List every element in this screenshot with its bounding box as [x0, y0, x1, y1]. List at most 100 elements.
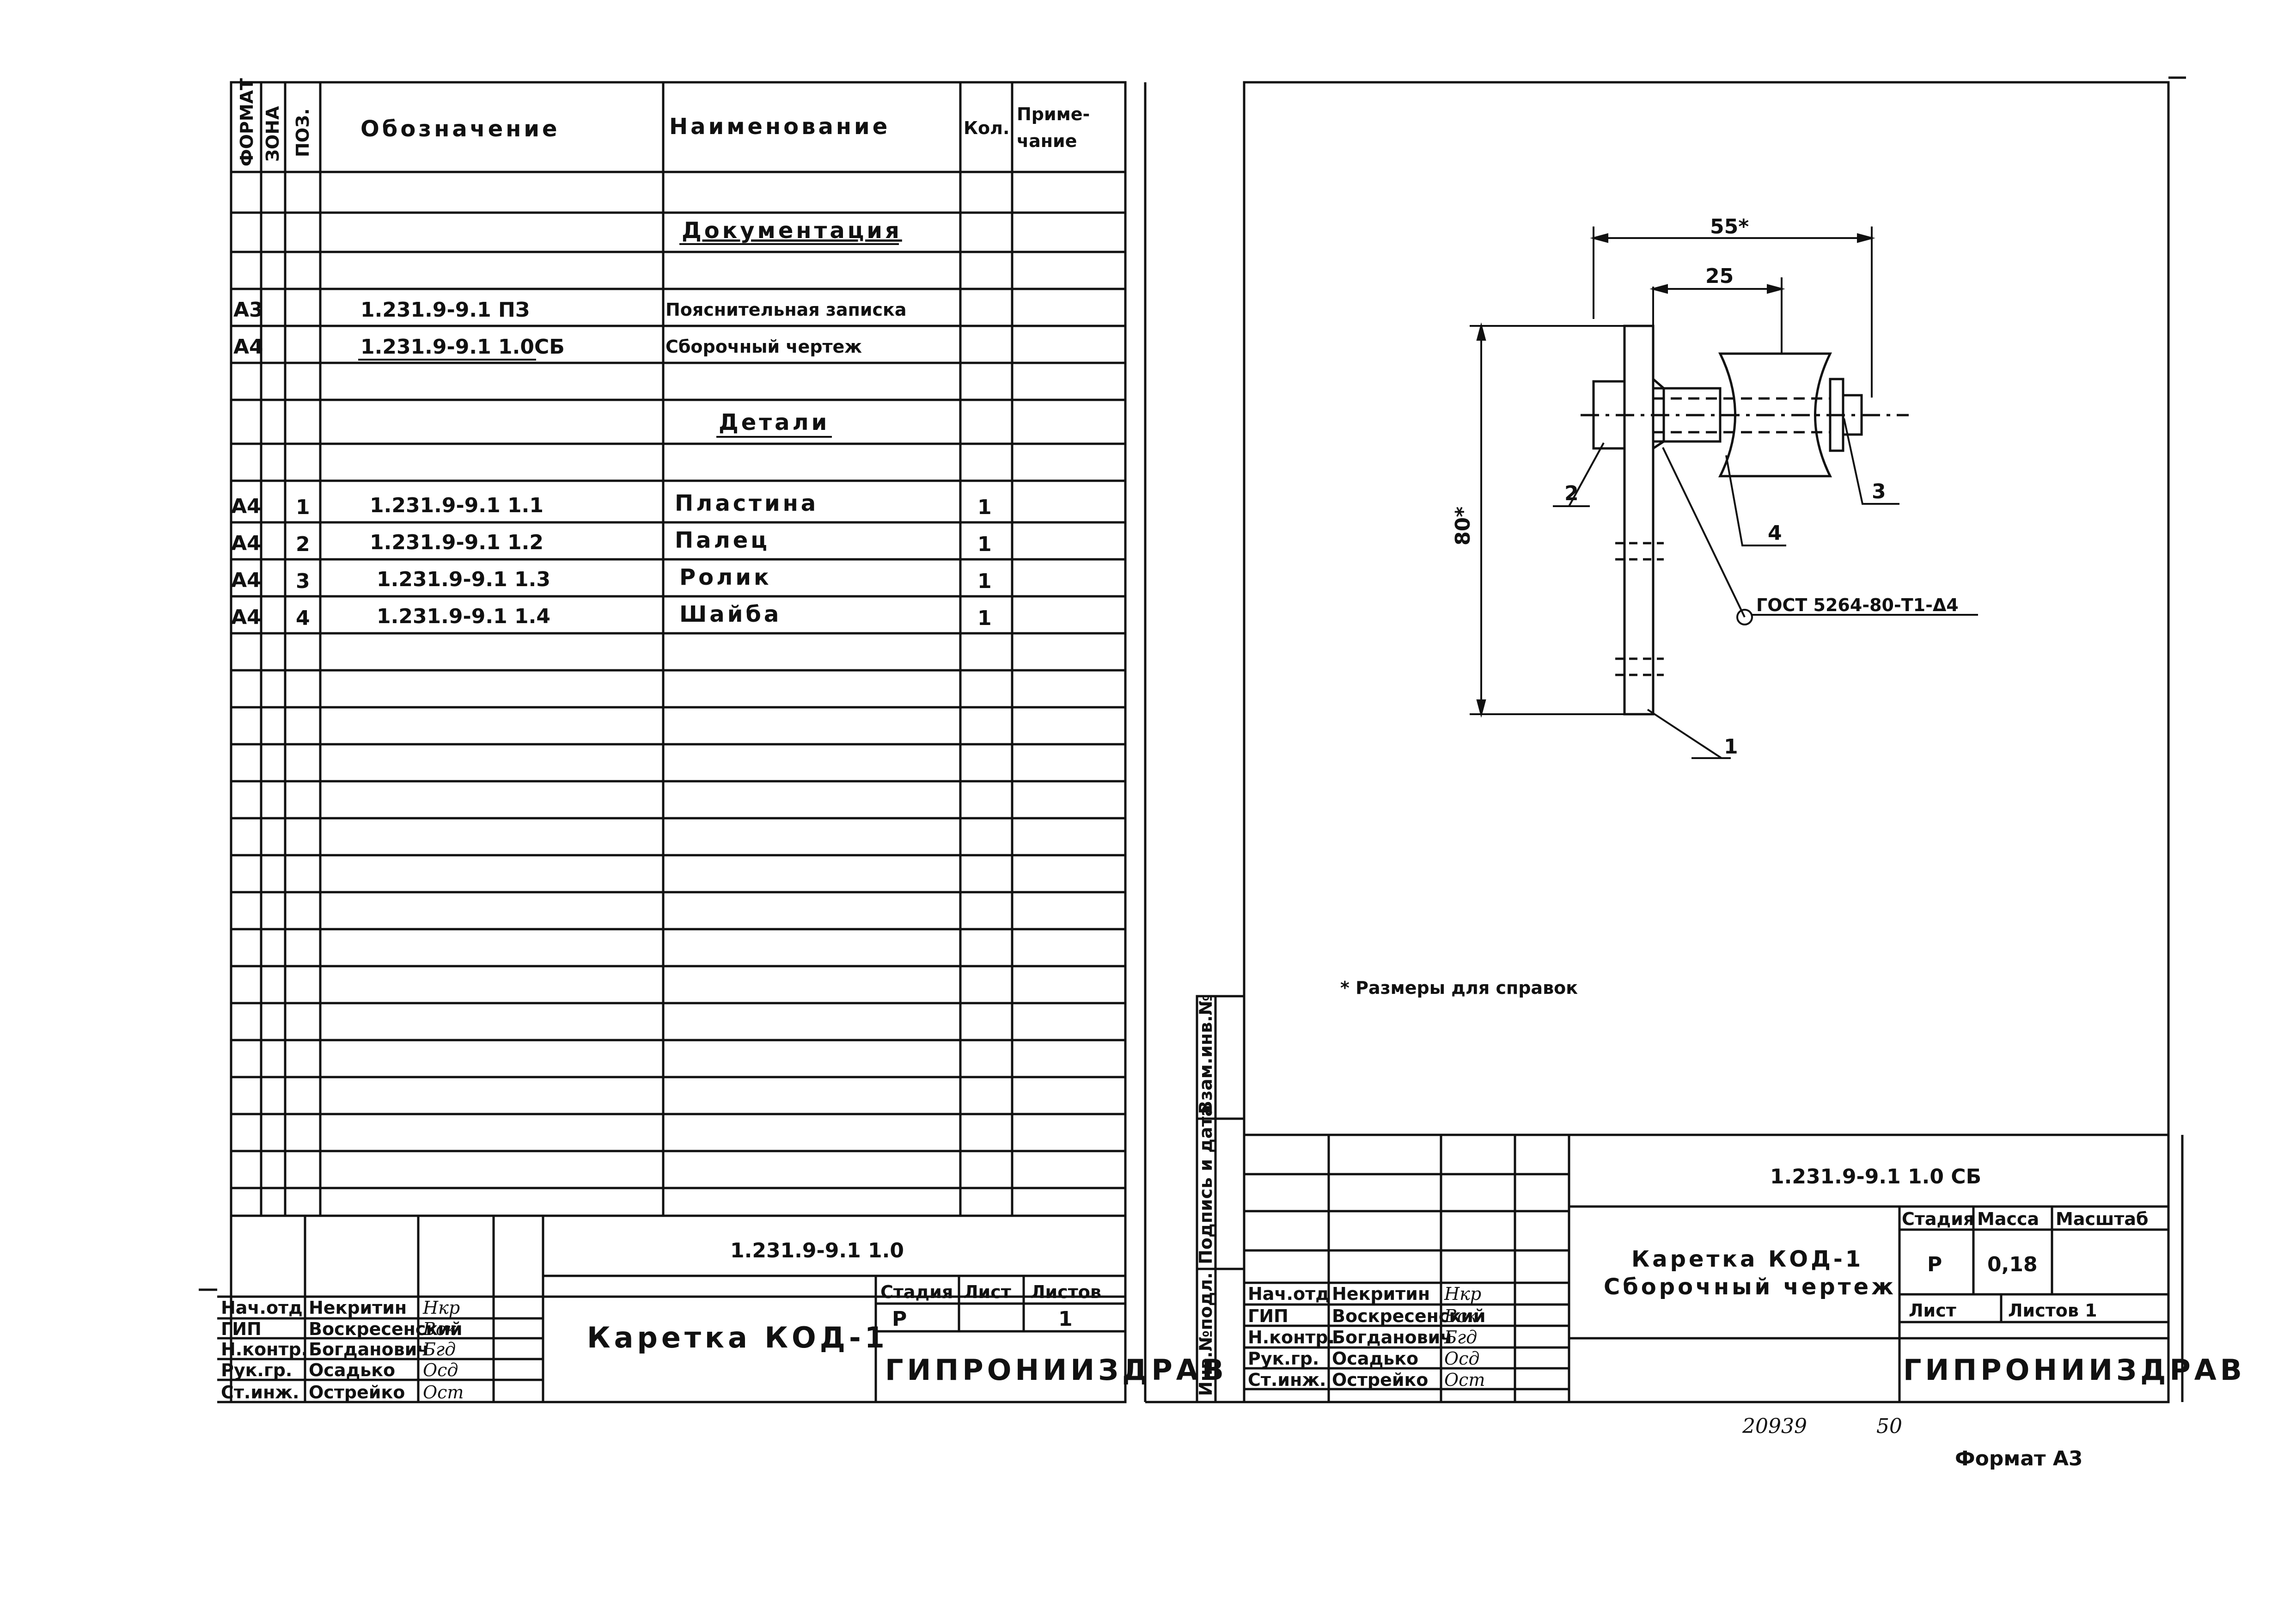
- bottom-notes: 20939 50 Формат А3: [1742, 1415, 2083, 1470]
- right-title-block: 1.231.9-9.1 1.0 СБ Каретка КОД-1 Сборочн…: [1248, 1165, 2246, 1390]
- stamp-replaced-inv: Взам.инв.№: [1196, 994, 1216, 1114]
- right-title-block-grid: [1244, 1135, 2168, 1402]
- section-documentation: Документация: [682, 218, 902, 244]
- signature-name: Острейко: [309, 1382, 405, 1403]
- leader-label-4: 4: [1768, 521, 1782, 545]
- signature-name: Некритин: [309, 1298, 407, 1318]
- leader-lines: [1553, 418, 1978, 759]
- detail-qty: 1: [977, 496, 992, 519]
- detail-pos: 1: [296, 496, 310, 519]
- detail-pos: 4: [296, 606, 310, 630]
- leader-label-3: 3: [1872, 480, 1886, 503]
- signature-mark: Вск: [422, 1319, 456, 1339]
- signature-mark: Ост: [423, 1382, 464, 1403]
- signature-mark: Нкр: [422, 1298, 460, 1318]
- signature-role: Ст.инж.: [221, 1382, 299, 1403]
- dimension-roller: 25: [1705, 264, 1734, 288]
- signature-mark: Ост: [1444, 1370, 1485, 1390]
- detail-qty: 1: [977, 533, 992, 556]
- assembly-view: [1581, 325, 1909, 716]
- left-title-block-grid: [217, 1216, 1125, 1403]
- doc-name: Сборочный чертеж: [666, 337, 862, 357]
- signature-name: Воскресенский: [309, 1319, 462, 1339]
- signature-role: Н.контр.: [221, 1339, 308, 1360]
- signature-role: Нач.отд: [1248, 1284, 1330, 1304]
- signature-role: ГИП: [221, 1319, 262, 1339]
- stage-value: Р: [892, 1307, 907, 1331]
- detail-format: А4: [231, 532, 261, 555]
- dimension-height: 80*: [1451, 507, 1475, 545]
- detail-name: Ролик: [679, 564, 772, 590]
- signature-role: Нач.отд: [221, 1298, 303, 1318]
- spec-table-grid: [230, 81, 1127, 1403]
- signature-role: Н.контр.: [1248, 1327, 1335, 1348]
- header-zone: ЗОНА: [263, 106, 283, 162]
- signature-name: Воскресенский: [1332, 1306, 1485, 1326]
- archive-number: 20939: [1742, 1415, 1807, 1438]
- stage-label: Стадия: [880, 1282, 953, 1302]
- drawing-code: 1.231.9-9.1 1.0 СБ: [1770, 1165, 1981, 1188]
- header-designation: Обозначение: [360, 116, 560, 142]
- doc-format: А3: [233, 298, 263, 322]
- doc-name: Пояснительная записка: [666, 300, 906, 320]
- signature-mark: Нкр: [1444, 1284, 1481, 1304]
- page-number: 50: [1876, 1415, 1902, 1438]
- drawing-title: Каретка КОД-1: [1631, 1246, 1863, 1272]
- detail-designation: 1.231.9-9.1 1.2: [370, 531, 543, 554]
- stamp-inv-original: Инв.№подл.: [1196, 1272, 1216, 1396]
- sheet-label: Лист: [964, 1282, 1011, 1302]
- mass-label: Масса: [1977, 1209, 2039, 1229]
- scale-label: Масштаб: [2056, 1209, 2149, 1229]
- detail-format: А4: [231, 569, 261, 592]
- signature-mark: Вск: [1444, 1306, 1478, 1326]
- drawing-subtitle: Сборочный чертеж: [1604, 1274, 1896, 1300]
- detail-name: Пластина: [675, 490, 818, 516]
- signature-mark: Бгд: [422, 1339, 456, 1360]
- sheets-label: Листов: [1031, 1282, 1101, 1302]
- drawing-annotations: 55* 25 80* 1 2 3 4 ГОСТ 5264-80-Т1-Δ4 * …: [1340, 215, 1959, 998]
- detail-name: Палец: [675, 527, 770, 553]
- doc-format: А4: [233, 335, 263, 359]
- detail-format: А4: [231, 606, 261, 629]
- signature-mark: Бгд: [1444, 1327, 1477, 1348]
- detail-pos: 3: [296, 570, 310, 593]
- organization: ГИПРОНИИЗДРАВ: [885, 1353, 1227, 1387]
- detail-name: Шайба: [679, 601, 782, 627]
- header-qty: Кол.: [964, 118, 1009, 138]
- detail-designation: 1.231.9-9.1 1.3: [377, 568, 550, 591]
- detail-pos: 2: [296, 533, 310, 556]
- signature-name: Богданович: [309, 1339, 429, 1360]
- signature-role: ГИП: [1248, 1306, 1288, 1326]
- weld-note: ГОСТ 5264-80-Т1-Δ4: [1756, 595, 1959, 615]
- format-note: Формат А3: [1955, 1447, 2083, 1470]
- sheet-label: Лист: [1909, 1300, 1956, 1321]
- header-format: ФОРМАТ: [237, 78, 257, 166]
- signature-name: Некритин: [1332, 1284, 1430, 1304]
- detail-qty: 1: [977, 606, 992, 630]
- detail-designation: 1.231.9-9.1 1.1: [370, 494, 543, 517]
- leader-label-2: 2: [1564, 482, 1579, 505]
- detail-qty: 1: [977, 570, 992, 593]
- spec-headers: ФОРМАТ ЗОНА ПОЗ. Обозначение Наименовани…: [237, 78, 1090, 166]
- stage-label: Стадия: [1902, 1209, 1974, 1229]
- organization: ГИПРОНИИЗДРАВ: [1903, 1353, 2246, 1387]
- left-title-block: 1.231.9-9.1 1.0 Каретка КОД-1 Стадия Лис…: [221, 1239, 1227, 1403]
- detail-format: А4: [231, 495, 261, 518]
- signature-mark: Осд: [423, 1360, 458, 1380]
- doc-designation: 1.231.9-9.1 ПЗ: [360, 298, 530, 322]
- drawing-code: 1.231.9-9.1 1.0: [730, 1239, 904, 1262]
- signature-name: Осадько: [309, 1360, 395, 1380]
- header-note-1: Приме-: [1017, 104, 1090, 124]
- signature-mark: Осд: [1444, 1348, 1480, 1369]
- header-pos: ПОЗ.: [293, 108, 313, 157]
- side-stamp: Инв.№подл. Подпись и дата Взам.инв.№: [1196, 994, 1216, 1396]
- dimension-lines: [1470, 227, 1875, 718]
- detail-designation: 1.231.9-9.1 1.4: [377, 605, 550, 628]
- spec-rows: Документация А3 1.231.9-9.1 ПЗ Пояснител…: [231, 218, 992, 630]
- header-name: Наименование: [669, 114, 890, 140]
- signature-role: Ст.инж.: [1248, 1370, 1326, 1390]
- signature-role: Рук.гр.: [221, 1360, 292, 1380]
- drawing-title: Каретка КОД-1: [587, 1321, 888, 1354]
- sheets-label: Листов 1: [2008, 1300, 2097, 1321]
